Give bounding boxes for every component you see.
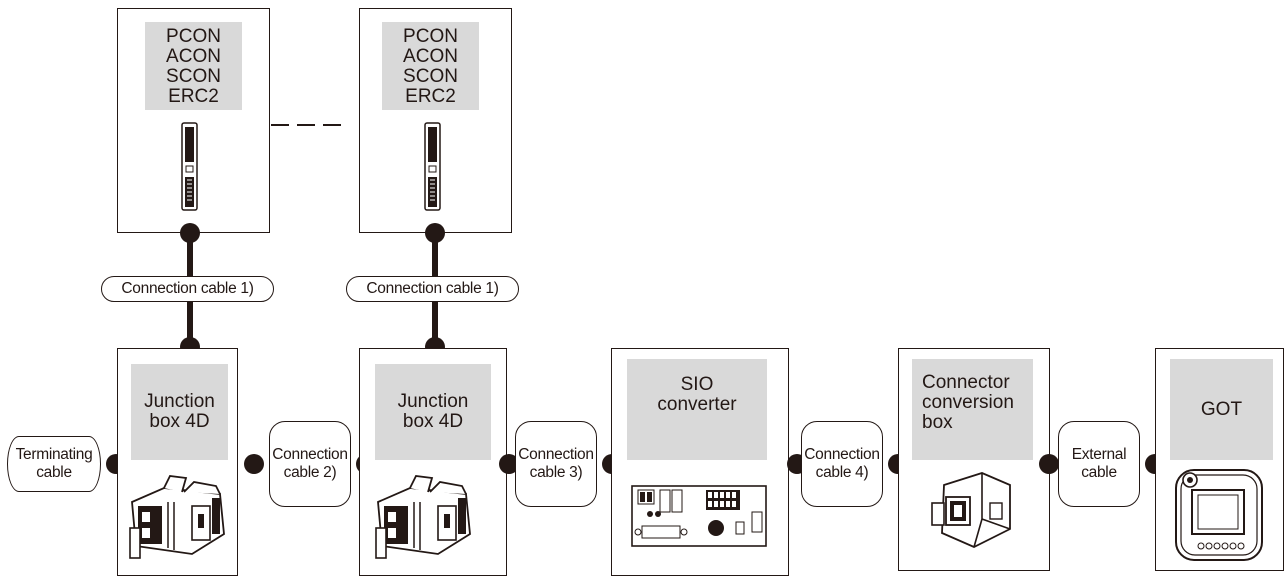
junction-box-label-line: box 4D	[402, 411, 464, 432]
terminating-cable-text: cable	[36, 464, 72, 481]
junction-box-2-label: Junction box 4D	[375, 364, 491, 460]
sio-converter-label-line: converter	[657, 394, 737, 415]
junction-box-1-label: Junction box 4D	[131, 364, 228, 460]
connector-conversion-label-line: box	[922, 412, 953, 433]
controller-label-line: SCON	[403, 66, 458, 87]
connection-dot	[425, 223, 445, 243]
terminating-cable-label: Terminating cable	[7, 436, 101, 492]
got-label: GOT	[1170, 359, 1273, 460]
connection-cable-1-label: Connection cable 1)	[101, 276, 274, 302]
connection-cable-4-text: cable 4)	[815, 464, 869, 481]
junction-box-label-line: Junction	[144, 391, 215, 412]
controller-label-1: PCON ACON SCON ERC2	[145, 22, 242, 110]
sio-converter-label-line: SIO	[680, 374, 714, 395]
connection-dot	[244, 454, 264, 474]
controller-label-line: ERC2	[405, 86, 456, 107]
junction-box-label-line: Junction	[397, 391, 469, 412]
connection-cable-4-label: Connection cable 4)	[801, 421, 883, 507]
external-cable-text: cable	[1081, 464, 1117, 481]
controller-label-line: SCON	[166, 66, 221, 87]
sio-converter-label: SIO converter	[627, 359, 767, 460]
connection-dot	[1039, 454, 1059, 474]
controller-label-line: ACON	[403, 46, 458, 67]
connection-cable-1-label: Connection cable 1)	[346, 276, 519, 302]
connection-cable-2-text: cable 2)	[283, 464, 337, 481]
junction-box-device-icon	[129, 475, 225, 559]
controller-label-line: ACON	[166, 46, 221, 67]
continuation-dash	[323, 124, 341, 126]
got-label-text: GOT	[1200, 398, 1243, 420]
connection-dot	[499, 454, 519, 474]
connection-dot	[180, 223, 200, 243]
external-cable-label: External cable	[1058, 421, 1140, 507]
connector-conversion-device-icon	[931, 472, 1011, 548]
connection-cable-2-text: Connection	[272, 446, 348, 463]
controller-label-line: ERC2	[168, 86, 219, 107]
connection-cable-1-text: Connection cable 1)	[366, 280, 499, 297]
continuation-dash	[271, 124, 289, 126]
got-device-icon	[1175, 469, 1263, 561]
connection-cable-3-text: cable 3)	[529, 464, 583, 481]
sio-converter-device-icon	[631, 485, 767, 547]
connection-cable-3-text: Connection	[518, 446, 594, 463]
controller-device-icon	[424, 122, 441, 211]
junction-box-device-icon	[375, 475, 471, 559]
junction-box-label-line: box 4D	[149, 411, 210, 432]
external-cable-text: External	[1071, 446, 1127, 463]
controller-label-line: PCON	[403, 26, 458, 47]
connector-conversion-label-line: Connector	[922, 372, 1010, 393]
controller-label-2: PCON ACON SCON ERC2	[382, 22, 479, 110]
connection-cable-1-text: Connection cable 1)	[121, 280, 254, 297]
controller-label-line: PCON	[166, 26, 221, 47]
terminating-cable-text: Terminating	[15, 446, 93, 463]
continuation-dash	[297, 124, 315, 126]
connector-conversion-label-line: conversion	[922, 392, 1014, 413]
connection-cable-2-label: Connection cable 2)	[269, 421, 351, 507]
connection-cable-4-text: Connection	[804, 446, 880, 463]
connection-cable-3-label: Connection cable 3)	[515, 421, 597, 507]
connector-conversion-box-label: Connector conversion box	[912, 359, 1033, 460]
controller-device-icon	[181, 122, 198, 211]
